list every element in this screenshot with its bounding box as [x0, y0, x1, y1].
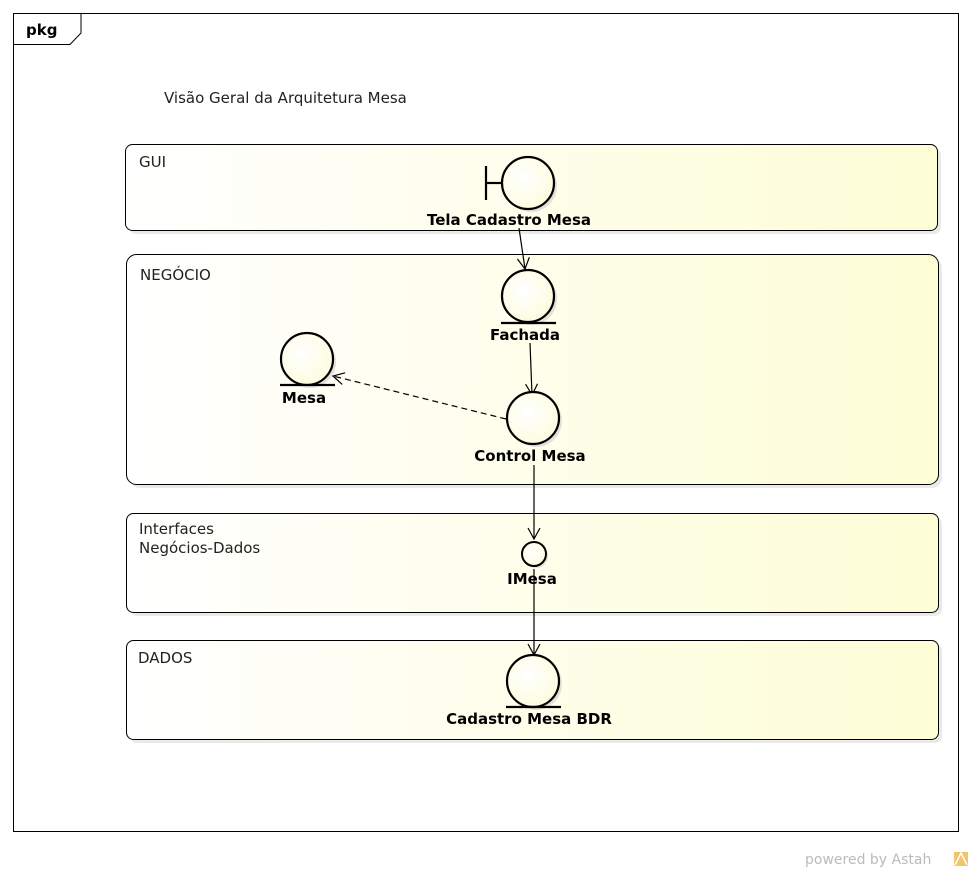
- element-mesa[interactable]: Mesa: [279, 331, 336, 407]
- element-label: Fachada: [490, 326, 560, 344]
- package-negocio[interactable]: NEGÓCIO: [126, 254, 943, 489]
- relations: [331, 227, 541, 657]
- element-label: Tela Cadastro Mesa: [427, 211, 591, 229]
- package-gui-label: GUI: [139, 153, 166, 171]
- element-fachada[interactable]: Fachada: [490, 268, 560, 344]
- boundary-icon: [484, 155, 557, 212]
- element-label: IMesa: [507, 570, 557, 588]
- element-label: Mesa: [282, 389, 326, 407]
- element-label: Control Mesa: [474, 447, 585, 465]
- package-interfaces-label-line2: Negócios-Dados: [139, 539, 260, 557]
- astah-logo-icon: [954, 851, 968, 866]
- powered-by-text: powered by Astah: [805, 852, 931, 868]
- element-label: Cadastro Mesa BDR: [446, 710, 612, 728]
- entity-icon: [505, 653, 562, 710]
- diagram-title: Visão Geral da Arquitetura Mesa: [164, 89, 407, 107]
- relation-fachada-control[interactable]: [525, 342, 539, 397]
- powered-by: powered by Astah: [805, 851, 968, 868]
- package-interfaces-label-line1: Interfaces: [139, 520, 214, 538]
- element-imesa[interactable]: IMesa: [507, 541, 557, 588]
- package-dados-label: DADOS: [138, 649, 192, 667]
- element-control-mesa[interactable]: Control Mesa: [474, 390, 586, 465]
- interface-icon: [521, 541, 548, 568]
- entity-icon: [279, 331, 336, 388]
- entity-icon: [505, 390, 562, 447]
- element-tela-cadastro-mesa[interactable]: Tela Cadastro Mesa: [427, 155, 591, 229]
- frame-label: pkg: [26, 21, 57, 39]
- relation-tela-fachada[interactable]: [516, 227, 530, 271]
- package-negocio-label: NEGÓCIO: [140, 265, 211, 284]
- element-cadastro-mesa-bdr[interactable]: Cadastro Mesa BDR: [446, 653, 612, 728]
- entity-icon: [500, 268, 557, 325]
